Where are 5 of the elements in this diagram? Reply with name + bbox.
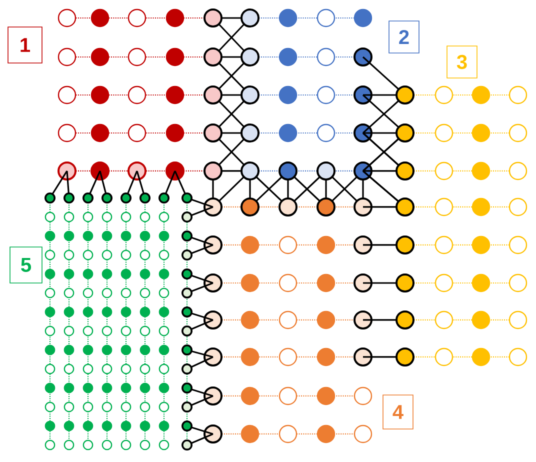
- number-box: 2: [388, 20, 420, 54]
- number-box: 4: [382, 394, 414, 430]
- number-box: 3: [446, 46, 478, 78]
- number-box: 5: [10, 246, 42, 284]
- number-box: 1: [8, 26, 42, 64]
